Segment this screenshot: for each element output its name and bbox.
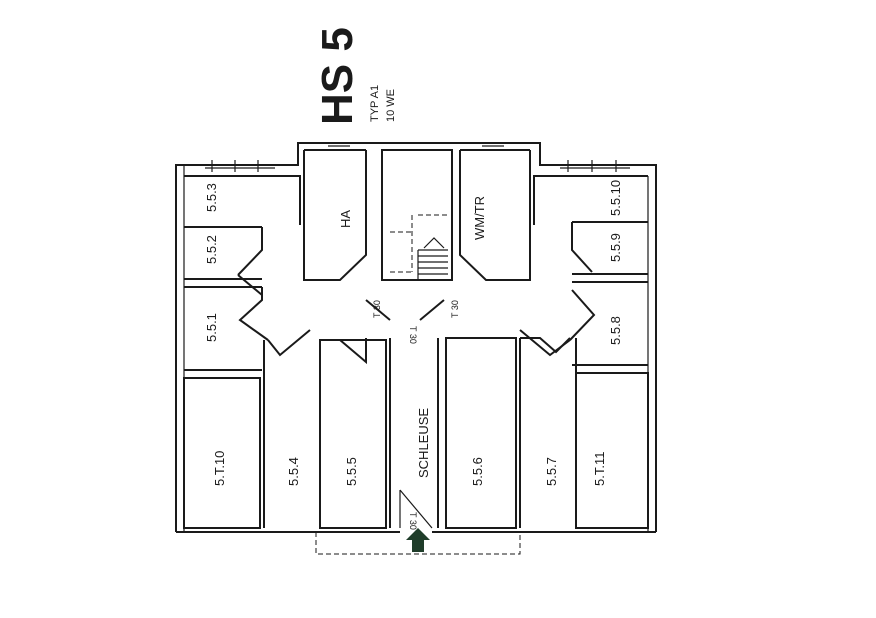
door-label-t30-left: T 30 — [372, 300, 382, 318]
room-5-5-7: 5.5.7 — [544, 457, 559, 486]
room-5-5-2: 5.5.2 — [204, 235, 219, 264]
room-5-t-11: 5.T.11 — [592, 452, 607, 486]
windows — [205, 145, 630, 172]
door-label-t30-middle: T 30 — [408, 326, 418, 344]
right-storage — [533, 175, 649, 529]
wmtr-room — [459, 149, 531, 281]
room-5-5-9: 5.5.9 — [608, 233, 623, 262]
ha-room — [303, 149, 367, 281]
building-title: HS 5 — [313, 27, 362, 125]
door-label-t30-right: T 30 — [450, 300, 460, 318]
door-label-t30-entrance: T 30 — [408, 512, 418, 530]
room-ha: HA — [338, 210, 353, 228]
staircase — [381, 149, 453, 281]
room-schleuse: SCHLEUSE — [416, 408, 431, 478]
room-wmtr: WM/TR — [472, 196, 487, 240]
building-units: 10 WE — [385, 89, 397, 122]
room-5-5-5: 5.5.5 — [344, 457, 359, 486]
entrance-area — [315, 532, 521, 555]
room-5-5-3: 5.5.3 — [204, 183, 219, 212]
room-5-5-6: 5.5.6 — [470, 457, 485, 486]
entrance-arrow-icon — [406, 528, 430, 552]
building-type: TYP A1 — [369, 85, 381, 122]
left-storage — [183, 175, 301, 529]
room-5-5-10: 5.5.10 — [608, 180, 623, 216]
lower-storage — [263, 337, 577, 529]
room-5-5-4: 5.5.4 — [286, 457, 301, 486]
room-5-5-8: 5.5.8 — [608, 316, 623, 345]
schleuse-door — [399, 489, 433, 529]
room-5-5-1: 5.5.1 — [204, 313, 219, 342]
room-5-t-10: 5.T.10 — [212, 451, 227, 486]
